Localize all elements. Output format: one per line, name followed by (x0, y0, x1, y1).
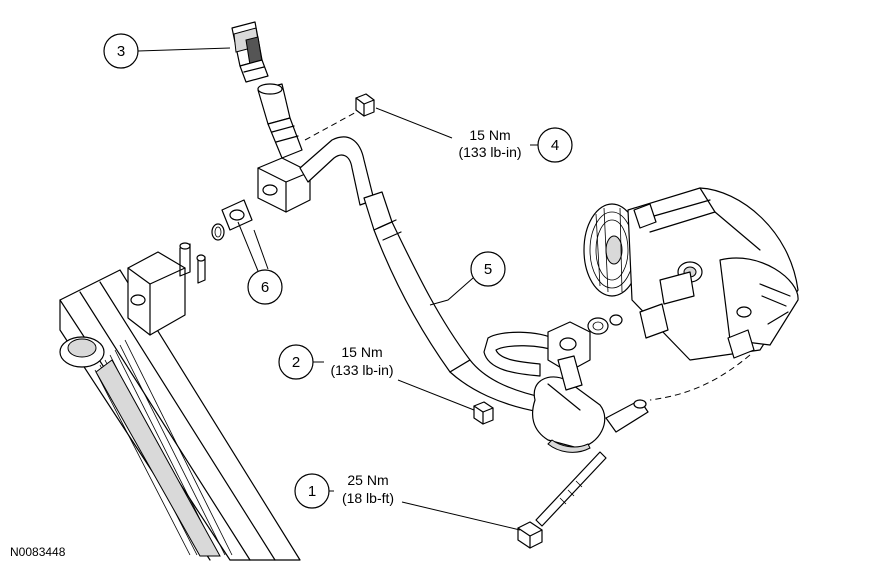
alignment-dashed-line (304, 109, 361, 141)
ac-compressor (583, 187, 799, 361)
callout-4-number: 4 (551, 137, 559, 154)
nut-4 (355, 93, 375, 117)
callout-6: 6 (237, 221, 283, 305)
callout-1: 1 25 Nm (18 lb-ft) (294, 472, 521, 531)
condenser-radiator (59, 242, 301, 561)
callout-5: 5 (429, 251, 506, 306)
ac-suction-line-upper (257, 136, 471, 373)
callout-4-torque-alt: (133 lb-in) (458, 144, 521, 160)
callout-2: 2 15 Nm (133 lb-in) (278, 344, 475, 411)
callout-1-torque-alt: (18 lb-ft) (342, 490, 394, 506)
pressure-switch (231, 21, 269, 83)
callout-5-number: 5 (484, 261, 492, 278)
callout-3: 3 (103, 33, 231, 69)
callout-2-torque-alt: (133 lb-in) (330, 362, 393, 378)
compressor-seal-washers (587, 314, 623, 335)
nut-2 (473, 401, 494, 425)
mount-dashed-line (649, 354, 751, 401)
figure-id-label: N0083448 (10, 545, 66, 559)
callout-1-torque-nm: 25 Nm (347, 472, 388, 488)
callout-3-number: 3 (117, 43, 125, 60)
seal-washers (211, 199, 253, 241)
callout-4: 15 Nm (133 lb-in) 4 (375, 107, 573, 163)
callout-2-number: 2 (292, 354, 300, 371)
callout-4-torque-nm: 15 Nm (469, 127, 510, 143)
callout-6-number: 6 (261, 279, 269, 296)
ac-discharge-line-lower (449, 321, 649, 453)
service-port-fitting (257, 83, 303, 159)
callout-2-torque-nm: 15 Nm (341, 344, 382, 360)
bolt-1 (517, 451, 607, 549)
callout-1-number: 1 (308, 483, 316, 500)
